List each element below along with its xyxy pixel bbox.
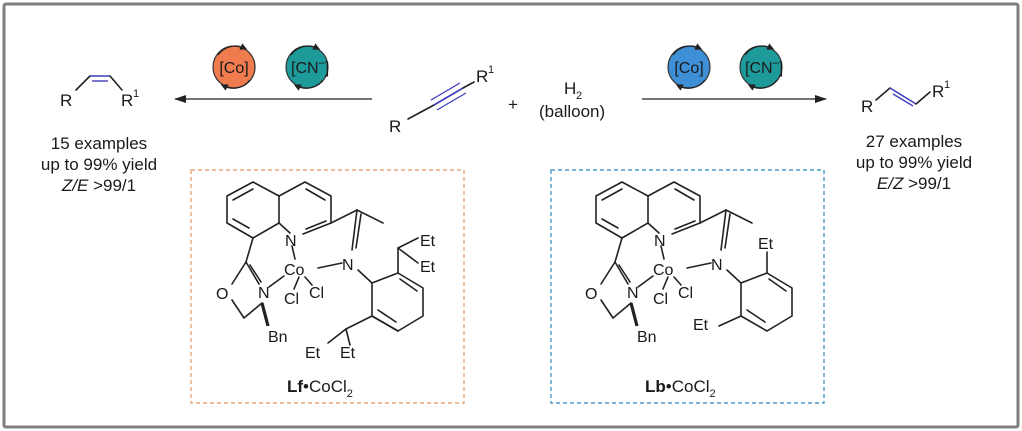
svg-text:Co: Co bbox=[653, 262, 674, 279]
e-alkene-r1-sup: 1 bbox=[944, 79, 950, 91]
svg-text:O: O bbox=[216, 286, 228, 303]
svg-text:N: N bbox=[711, 257, 723, 274]
h2-label: H bbox=[564, 79, 576, 98]
co-label-left: [Co] bbox=[219, 60, 248, 77]
z-alkene-r1: R bbox=[121, 91, 133, 110]
cyanide-cycle-right: [CN–] bbox=[739, 43, 783, 91]
right-selectivity: E/Z >99/1 bbox=[877, 174, 951, 193]
e-alkene-r: R bbox=[861, 97, 873, 116]
svg-text:N: N bbox=[654, 233, 666, 250]
svg-text:Bn: Bn bbox=[268, 329, 288, 346]
svg-text:Cl: Cl bbox=[309, 285, 324, 302]
svg-text:Et: Et bbox=[340, 345, 356, 362]
cyanide-cycle-left: [CN–] bbox=[285, 43, 329, 91]
lb-ligand-box bbox=[550, 169, 825, 404]
svg-text:N: N bbox=[342, 257, 354, 274]
lf-ligand-structure: N Co N N O Cl Cl Bn Et Et Et Et bbox=[216, 181, 436, 362]
co-catalyst-z: [Co] bbox=[212, 43, 256, 91]
svg-text:Cl: Cl bbox=[284, 291, 299, 308]
svg-text:Cl: Cl bbox=[653, 291, 668, 308]
right-yield: up to 99% yield bbox=[856, 153, 972, 172]
e-alkene-product: R R 1 bbox=[861, 79, 950, 116]
cn-label-right: [CN–] bbox=[745, 57, 783, 77]
z-alkene-r1-sup: 1 bbox=[133, 88, 139, 100]
lf-ligand-box bbox=[190, 169, 465, 404]
lf-label: Lf•CoCl2 bbox=[287, 377, 353, 400]
svg-text:O: O bbox=[585, 286, 597, 303]
alkyne-r: R bbox=[389, 117, 401, 136]
z-alkene-product: R R 1 bbox=[60, 75, 139, 110]
plus-sign: + bbox=[508, 95, 518, 114]
svg-text:Et: Et bbox=[305, 345, 321, 362]
e-alkene-r1: R bbox=[932, 82, 944, 101]
right-examples: 27 examples bbox=[866, 132, 962, 151]
z-alkene-r: R bbox=[60, 91, 72, 110]
co-label-right: [Co] bbox=[674, 60, 703, 77]
svg-text:N: N bbox=[627, 285, 639, 302]
co-catalyst-e: [Co] bbox=[667, 43, 711, 91]
svg-text:Et: Et bbox=[420, 259, 436, 276]
alkyne-r1-sup: 1 bbox=[488, 64, 494, 76]
alkyne-r1: R bbox=[476, 67, 488, 86]
hydrogen-reagent: H 2 (balloon) bbox=[539, 79, 605, 121]
cn-label-left: [CN–] bbox=[291, 57, 329, 77]
alkyne-substrate: R R 1 bbox=[389, 64, 494, 136]
svg-text:Et: Et bbox=[758, 236, 774, 253]
lb-ligand-structure: N Co N N O Cl Cl Bn Et Et bbox=[585, 181, 793, 346]
left-selectivity: Z/E >99/1 bbox=[61, 176, 136, 195]
svg-text:N: N bbox=[258, 285, 270, 302]
svg-text:Et: Et bbox=[693, 317, 709, 334]
h2-sub: 2 bbox=[576, 90, 582, 102]
h2-note: (balloon) bbox=[539, 102, 605, 121]
svg-text:N: N bbox=[285, 233, 297, 250]
left-examples: 15 examples bbox=[51, 134, 147, 153]
svg-text:Bn: Bn bbox=[637, 329, 657, 346]
svg-text:Cl: Cl bbox=[678, 285, 693, 302]
left-yield: up to 99% yield bbox=[41, 155, 157, 174]
svg-text:Co: Co bbox=[284, 262, 305, 279]
lb-label: Lb•CoCl2 bbox=[645, 377, 716, 400]
svg-text:Et: Et bbox=[420, 233, 436, 250]
